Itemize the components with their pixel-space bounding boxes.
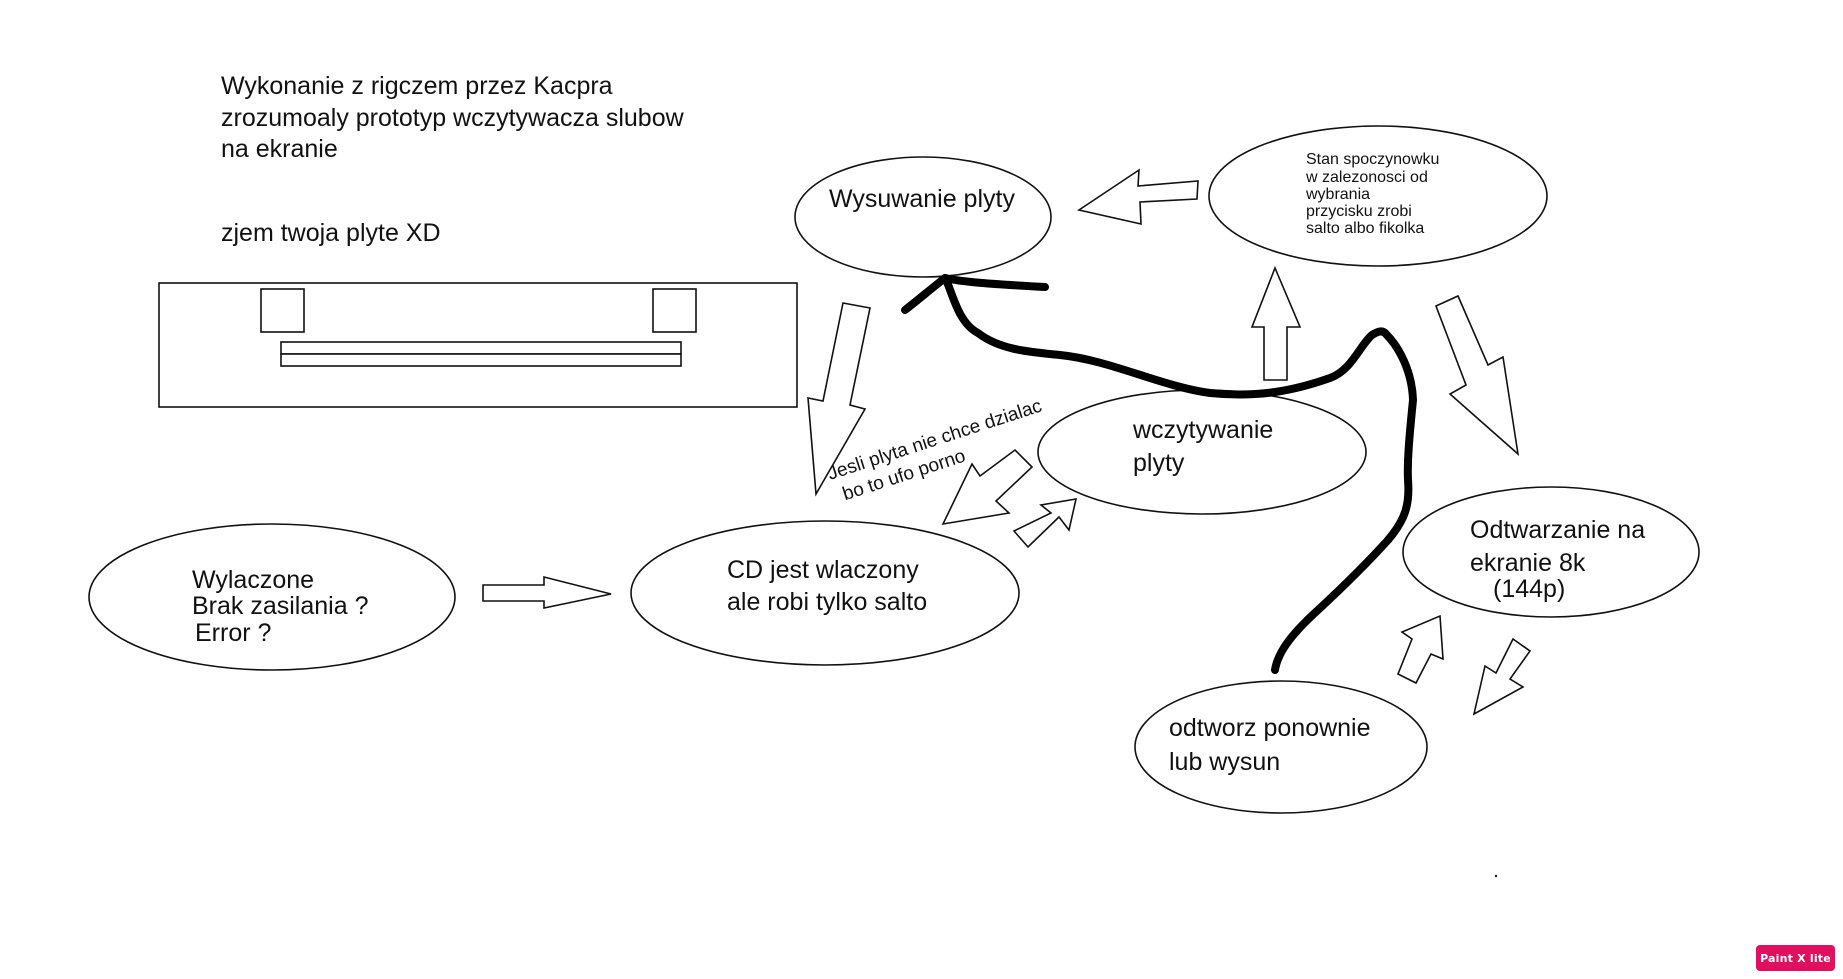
node-odtworz-line-2: lub wysun — [1169, 748, 1280, 776]
node-stan-line-5: salto albo fikolka — [1306, 220, 1424, 237]
node-wylaczone-line-3: Error ? — [195, 619, 271, 647]
node-wczytywanie-ellipse — [1037, 389, 1367, 515]
arrow-odtworz-to-odtwarzanie — [1396, 614, 1444, 685]
scribble-path — [901, 274, 1417, 674]
node-stan-ellipse — [1208, 125, 1548, 267]
arrow-stan-to-odtwarzanie — [1434, 294, 1520, 457]
arrow-wczytywanie-to-stan — [1250, 265, 1302, 381]
node-wczytywanie-line-1: wczytywanie — [1132, 416, 1273, 444]
cd-drive-drawing — [158, 282, 798, 408]
node-stan-line-1: Stan spoczynowku — [1306, 151, 1439, 168]
node-wysuwanie-ellipse — [794, 156, 1052, 278]
header-line-1: Wykonanie z rigczem przez Kacpra — [221, 72, 613, 100]
node-wczytywanie-line-2: plyty — [1133, 449, 1185, 477]
node-wylaczone-line-1: Wylaczone — [192, 566, 314, 594]
node-odtwarzanie-line-3: (144p) — [1493, 575, 1565, 603]
node-stan-label: Stan spoczynowku w zalezonosci od wybran… — [1305, 151, 1439, 237]
scribble-top-stroke — [941, 274, 1049, 291]
node-cd-line-2: ale robi tylko salto — [727, 588, 927, 616]
dot-artifact — [1494, 874, 1498, 878]
node-stan-line-3: wybrania — [1305, 186, 1370, 203]
node-cd-line-1: CD jest wlaczony — [727, 556, 919, 584]
node-odtworz-line-1: odtworz ponownie — [1169, 714, 1371, 742]
paint-x-lite-badge: Paint X lite — [1756, 945, 1835, 971]
node-odtworz-ellipse — [1134, 680, 1428, 814]
node-wylaczone-line-2: Brak zasilania ? — [192, 592, 368, 620]
node-odtwarzanie-ellipse — [1402, 486, 1700, 618]
arrow-odtwarzanie-to-odtworz — [1472, 637, 1532, 716]
arrow-cd-to-wczytywanie — [1012, 498, 1078, 549]
arrow-wczytywanie-to-cd — [941, 448, 1034, 526]
node-stan-line-2: w zalezonosci od — [1305, 169, 1428, 186]
drive-tray-bottom — [280, 353, 682, 367]
drive-tray-top — [280, 341, 682, 355]
header-line-2: zrozumoaly prototyp wczytywacza slubow — [221, 104, 685, 132]
node-cd-ellipse — [630, 520, 1020, 666]
arrow-wylaczone-to-cd — [482, 575, 612, 609]
node-odtwarzanie-line-2: ekranie 8k — [1470, 549, 1586, 577]
node-stan-line-4: przycisku zrobi — [1306, 203, 1412, 220]
node-odtwarzanie-line-1: Odtwarzanie na — [1470, 516, 1645, 544]
header-line-4: zjem twoja plyte XD — [221, 219, 441, 247]
drive-button-right — [652, 288, 697, 333]
node-wylaczone-ellipse — [88, 523, 456, 671]
drive-button-left — [260, 288, 305, 333]
header-line-3: na ekranie — [221, 135, 338, 163]
arrow-stan-to-wysuwanie — [1077, 168, 1199, 226]
node-wysuwanie-label: Wysuwanie plyty — [829, 185, 1015, 213]
arrow-wysuwanie-to-cd — [807, 302, 871, 497]
